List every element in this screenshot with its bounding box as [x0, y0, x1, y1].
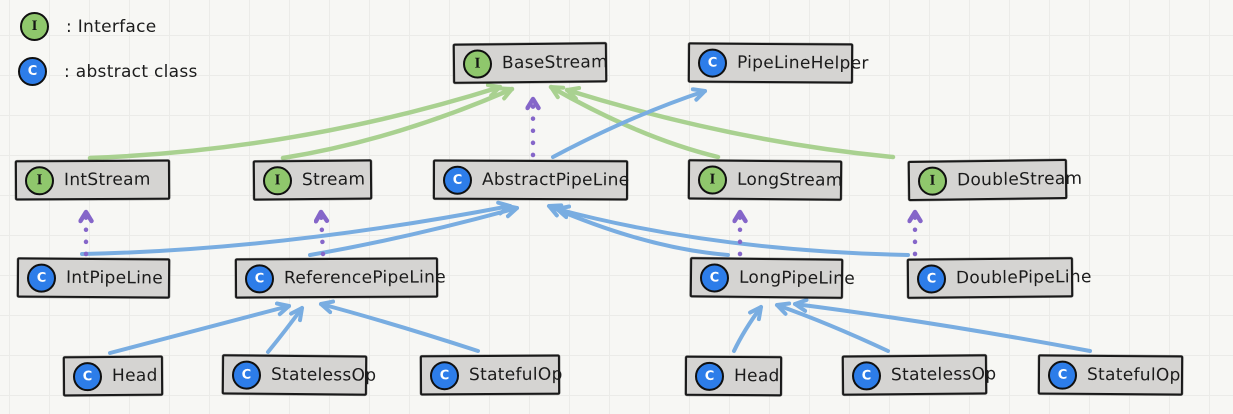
- interface-badge-icon: I: [697, 164, 728, 195]
- abstract-class-badge-icon: C: [697, 47, 728, 78]
- edge-statefulop-left-to-referencepipeline: [319, 299, 480, 353]
- node-statelessop-right: C StatelessOp: [841, 354, 996, 396]
- node-abstractpipeline: C AbstractPipeLine: [432, 159, 630, 201]
- node-head-left: C Head: [62, 355, 164, 397]
- abstract-class-badge-icon: C: [244, 263, 275, 293]
- abstract-class-badge-icon: C: [694, 361, 725, 391]
- node-label: BaseStream: [501, 52, 609, 74]
- abstract-class-badge-icon: C: [429, 360, 460, 390]
- interface-badge-icon: I: [20, 12, 49, 41]
- node-label: Head: [733, 366, 780, 387]
- edge-doublepipeline-to-abstractpipeline: [555, 204, 910, 257]
- abstract-class-badge-icon: C: [442, 165, 473, 195]
- node-longstream: I LongStream: [687, 159, 843, 201]
- edge-statefulop-right-to-longpipeline: [793, 297, 1092, 353]
- edge-intpipeline-to-abstractpipeline: [80, 200, 512, 256]
- node-label: IntPipeLine: [65, 267, 164, 289]
- edge-statelessop-right-to-longpipeline: [775, 301, 890, 353]
- node-label: LongStream: [736, 169, 843, 191]
- interface-badge-icon: I: [462, 48, 493, 79]
- node-label: Head: [111, 365, 158, 387]
- node-label: StatelessOp: [270, 364, 377, 386]
- edge-doublestream-to-basestream: [564, 85, 896, 160]
- node-label: StatelessOp: [890, 364, 997, 386]
- abstract-class-badge-icon: C: [26, 263, 57, 293]
- node-label: Stream: [301, 169, 366, 191]
- abstract-class-badge-icon: C: [699, 262, 730, 293]
- abstract-class-badge-icon: C: [18, 57, 47, 86]
- abstract-class-badge-icon: C: [72, 361, 103, 391]
- node-head-right: C Head: [684, 355, 783, 397]
- interface-badge-icon: I: [24, 165, 55, 195]
- edge-referencepipeline-to-abstractpipeline: [308, 203, 519, 257]
- edge-longpipeline-to-abstractpipeline: [547, 203, 730, 257]
- node-intstream: I IntStream: [14, 159, 171, 201]
- interface-badge-icon: I: [262, 165, 293, 195]
- abstract-class-badge-icon: C: [231, 359, 262, 390]
- node-longpipeline: C LongPipeLine: [689, 257, 855, 299]
- edge-longstream-to-basestream: [548, 84, 721, 160]
- node-basestream: I BaseStream: [452, 42, 609, 84]
- legend-interface-label: : Interface: [66, 16, 157, 37]
- edge-referencepipeline-to-stream: [321, 209, 323, 257]
- node-label: PipeLineHelper: [736, 52, 869, 74]
- node-label: DoublePipeLine: [955, 267, 1092, 289]
- abstract-class-badge-icon: C: [851, 360, 882, 391]
- legend-abstract-class-label: : abstract class: [64, 61, 198, 82]
- interface-badge-icon: I: [917, 165, 948, 196]
- node-statelessop-left: C StatelessOp: [221, 354, 376, 396]
- node-pipelinehelper: C PipeLineHelper: [687, 42, 869, 84]
- node-label: AbstractPipeLine: [481, 169, 630, 191]
- abstract-class-badge-icon: C: [1047, 360, 1078, 390]
- node-doublepipeline: C DoublePipeLine: [906, 257, 1092, 299]
- node-intpipeline: C IntPipeLine: [16, 257, 171, 299]
- edge-statelessop-left-to-referencepipeline: [266, 306, 304, 354]
- node-statefulop-left: C StatefulOp: [419, 354, 563, 396]
- node-stream: I Stream: [252, 159, 373, 201]
- edge-head-left-to-referencepipeline: [108, 301, 291, 355]
- edge-stream-to-basestream: [280, 86, 515, 161]
- node-referencepipeline: C ReferencePipeLine: [234, 257, 446, 299]
- node-label: IntStream: [63, 169, 151, 191]
- node-doublestream: I DoubleStream: [907, 159, 1082, 201]
- edge-head-right-to-longpipeline: [732, 305, 763, 353]
- legend-interface: I : Interface: [20, 12, 157, 41]
- legend-abstract-class: C : abstract class: [18, 57, 198, 86]
- node-label: StatefulOp: [468, 364, 563, 386]
- edge-abstractpipeline-to-pipelinehelper: [551, 87, 707, 159]
- node-label: LongPipeLine: [738, 267, 856, 289]
- node-label: StatefulOp: [1086, 364, 1181, 386]
- edge-intstream-to-basestream: [87, 83, 503, 161]
- node-label: ReferencePipeLine: [283, 267, 447, 289]
- abstract-class-badge-icon: C: [916, 263, 947, 294]
- node-label: DoubleStream: [956, 168, 1083, 191]
- node-statefulop-right: C StatefulOp: [1037, 354, 1184, 396]
